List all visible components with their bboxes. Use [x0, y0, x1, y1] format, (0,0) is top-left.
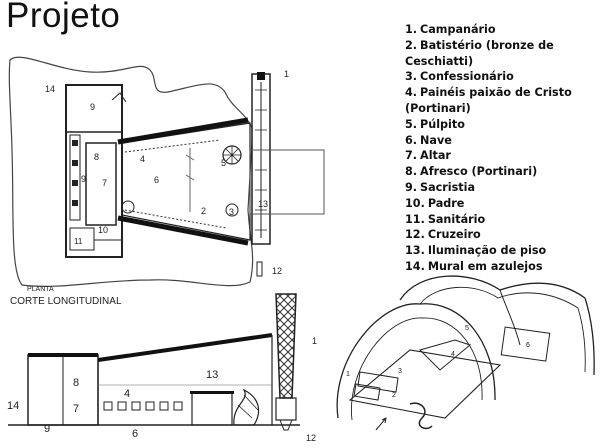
section-label: 13 — [206, 369, 218, 381]
cross-marker — [256, 261, 263, 277]
floor-lighting-area — [249, 149, 325, 215]
plan-label: 11 — [74, 237, 83, 246]
axon-label: 2 — [392, 392, 396, 399]
legend-item: 14.Mural em azulejos — [405, 259, 543, 273]
vault-arch — [336, 303, 496, 419]
section-bell-tower — [275, 293, 297, 399]
page-title: Projeto — [6, 0, 121, 35]
site-outline — [8, 56, 254, 287]
plan-label: 12 — [272, 266, 282, 276]
plan-label: 7 — [102, 178, 107, 188]
legend-item: 13.Iluminação de piso — [405, 244, 547, 258]
legend-item: 9.Sacristia — [405, 180, 476, 194]
plan-label: 1 — [284, 69, 289, 79]
longitudinal-section: CORTE LONGITUDINAL 1 4 6 — [7, 293, 317, 443]
legend-item: 10.Padre — [405, 196, 465, 210]
plan-label: 4 — [140, 154, 145, 164]
axonometric-view: 1 2 3 4 5 6 — [336, 275, 595, 431]
section-label: 9 — [44, 423, 50, 435]
plan-label: 5 — [221, 158, 226, 168]
section-label: 8 — [73, 377, 79, 389]
section-label: 7 — [73, 403, 79, 415]
nave-outline — [121, 122, 251, 241]
axon-label: 3 — [398, 368, 402, 375]
plan-label: 9 — [81, 174, 86, 184]
legend-item: 3.Confessionário — [405, 70, 514, 84]
legend-item: 5.Púlpito — [405, 117, 465, 131]
legend-item: 11.Sanitário — [405, 212, 486, 226]
axon-label: 5 — [465, 325, 469, 332]
plan-caption: PLANTA — [27, 286, 54, 293]
section-label: 6 — [132, 428, 138, 440]
legend-item: 6.Nave — [405, 133, 452, 147]
legend-item: 4.Painéis paixão de Cristo (Portinari) — [405, 86, 572, 115]
plan-label: 6 — [154, 175, 159, 185]
axon-label: 6 — [526, 342, 530, 349]
plan-label: 3 — [229, 207, 234, 217]
plan-label: 2 — [201, 206, 206, 216]
legend-item: 8.Afresco (Portinari) — [405, 165, 538, 179]
axon-label: 4 — [451, 351, 455, 358]
plan-label: 13 — [258, 199, 268, 209]
plan-label: 8 — [94, 152, 99, 162]
plan-label: 10 — [98, 225, 108, 235]
section-label: 4 — [124, 388, 130, 400]
legend-item: 12.Cruzeiro — [405, 228, 481, 242]
axon-label: 1 — [346, 371, 350, 378]
legend-list: 1.Campanário 2.Batistério (bronze de Ces… — [405, 22, 600, 275]
legend-item: 1.Campanário — [405, 23, 496, 36]
plan-label: 14 — [45, 84, 55, 94]
section-label: 14 — [7, 400, 19, 412]
section-caption: CORTE LONGITUDINAL — [10, 296, 122, 307]
legend-item: 2.Batistério (bronze de Ceschiatti) — [405, 38, 554, 68]
floor-plan: 1 2 3 4 5 6 7 8 9 9 10 11 12 13 14 PLANT… — [8, 56, 325, 293]
plan-label: 9 — [90, 102, 95, 112]
legend-item: 7.Altar — [405, 149, 451, 163]
section-label: 12 — [306, 433, 316, 443]
section-label: 1 — [312, 336, 317, 346]
